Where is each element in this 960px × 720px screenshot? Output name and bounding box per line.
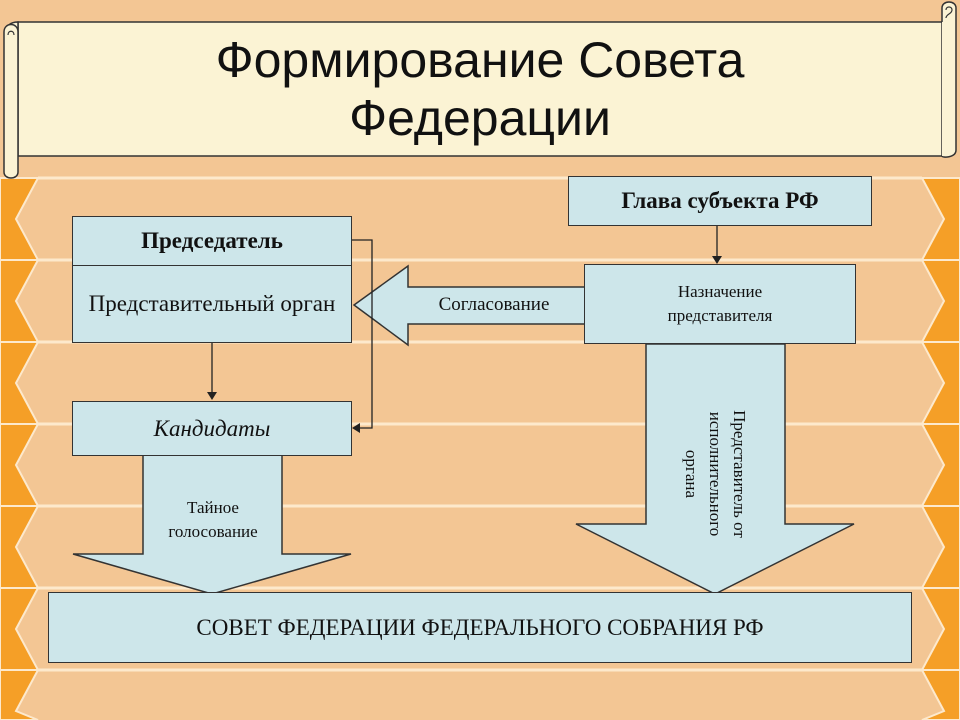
head-of-subject-box: Глава субъекта РФ: [568, 176, 872, 226]
federation-council-label: СОВЕТ ФЕДЕРАЦИИ ФЕДЕРАЛЬНОГО СОБРАНИЯ РФ: [196, 614, 764, 640]
left-side-tabs: [0, 177, 40, 720]
exec-rep-label-line-3: органа: [682, 449, 701, 499]
page-title-line-1: Формирование Совета: [215, 32, 745, 88]
page-title: Формирование Совета Федерации: [30, 22, 930, 156]
secret-vote-label-line-2: голосование: [168, 522, 258, 541]
representative-organ-label: Представительный орган: [88, 291, 336, 316]
chairman-label: Председатель: [141, 228, 283, 253]
exec-rep-arrow: [575, 343, 855, 595]
approval-arrow: [352, 264, 587, 347]
secret-vote-arrow: [72, 453, 352, 595]
candidates-label: Кандидаты: [153, 415, 271, 441]
federation-council-box: СОВЕТ ФЕДЕРАЦИИ ФЕДЕРАЛЬНОГО СОБРАНИЯ РФ: [48, 592, 912, 663]
head-of-subject-label: Глава субъекта РФ: [621, 188, 819, 213]
candidates-box: Кандидаты: [72, 401, 352, 456]
chairman-box: Председатель: [72, 216, 352, 266]
secret-vote-label-line-1: Тайное: [187, 498, 239, 517]
appointment-box: Назначение представителя: [584, 264, 856, 344]
page-title-line-2: Федерации: [349, 90, 611, 146]
right-side-tabs: [920, 177, 960, 720]
representative-organ-box: Представительный орган: [72, 265, 352, 343]
connector-arrowheads: [207, 256, 722, 433]
connector-lines: [211, 224, 718, 429]
exec-rep-label-line-1: Представитель от: [730, 410, 749, 538]
exec-rep-label: Представитель от исполнительного органа: [679, 399, 751, 549]
secret-vote-label: Тайное голосование: [145, 496, 281, 544]
approval-label: Согласование: [438, 294, 550, 315]
appointment-label: Назначение представителя: [667, 282, 773, 325]
title-scroll: [3, 1, 957, 179]
exec-rep-label-line-2: исполнительного: [706, 411, 725, 537]
